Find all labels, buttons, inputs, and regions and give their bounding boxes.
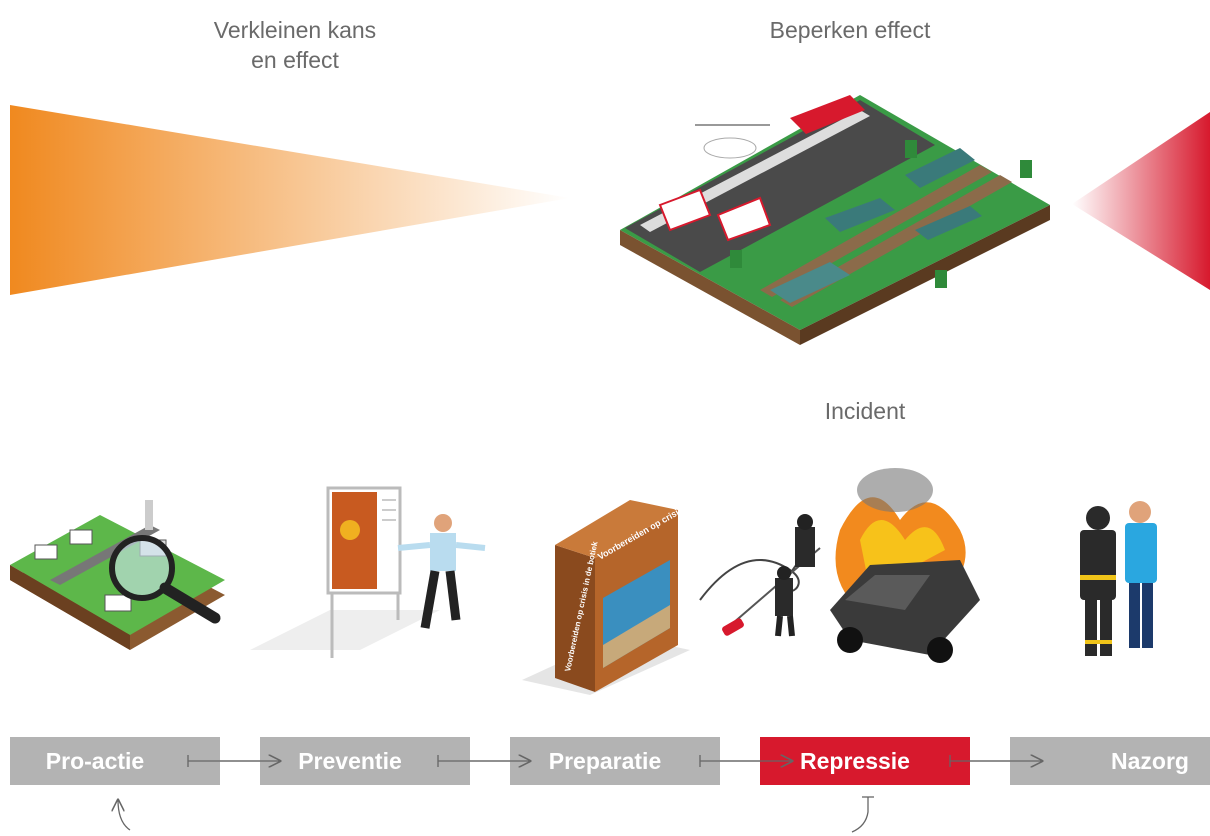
firefighter-and-person-illustration (1080, 501, 1157, 656)
city-magnifier-illustration (10, 500, 225, 650)
bottom-curved-arrows (118, 796, 874, 833)
incident-scene-illustration (620, 95, 1050, 345)
phase-preventie: Preventie (260, 737, 470, 785)
presenter-board-illustration (250, 486, 486, 658)
burning-car-illustration (699, 468, 980, 663)
orange-cone (10, 105, 570, 295)
book-illustration: Voorbereiden op crisis in de botiek Voor… (522, 478, 731, 695)
phase-label: Preparatie (548, 747, 662, 774)
phase-label: Preventie (298, 747, 402, 774)
phase-label: Nazorg (1111, 747, 1189, 774)
phase-label: Pro-actie (45, 747, 145, 774)
red-cone (1072, 112, 1210, 290)
phase-preparatie: Preparatie (510, 737, 720, 785)
phase-pro-actie: Pro-actie (10, 737, 220, 785)
heading-limit-effect: Beperken effect (769, 17, 931, 43)
phase-label: Repressie (800, 747, 910, 774)
phase-nazorg: Nazorg (1010, 737, 1210, 785)
heading-incident: Incident (824, 398, 906, 424)
heading-reduce-chance: Verkleinen kans en effect (213, 17, 377, 73)
phase-repressie: Repressie (760, 737, 970, 785)
